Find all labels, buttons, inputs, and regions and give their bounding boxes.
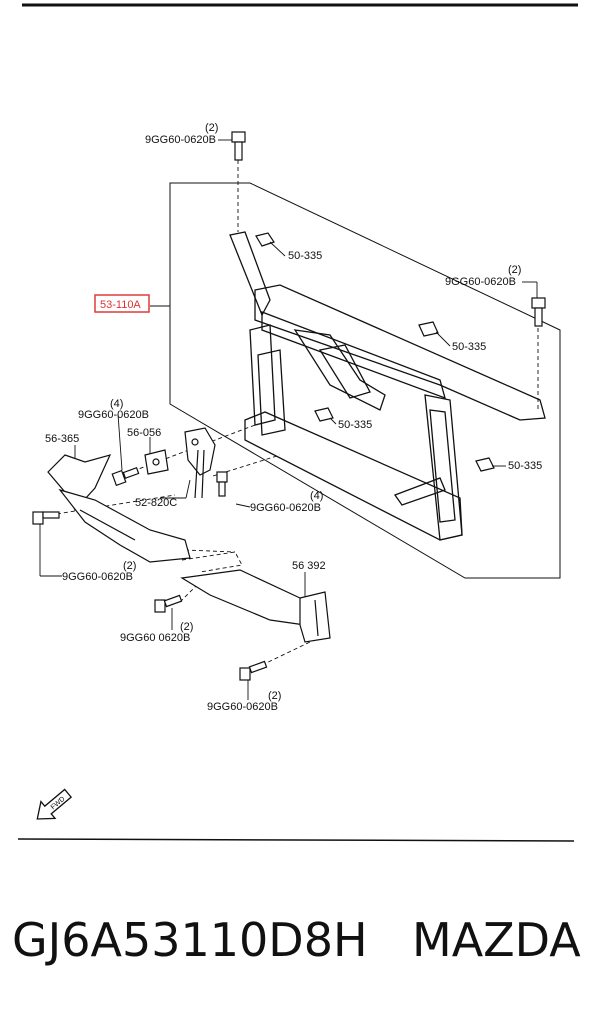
bolt-label-top: 9GG60-0620B — [145, 134, 216, 146]
main-part-label: 53-110A — [100, 299, 141, 311]
bracket-left-label: 56-365 — [45, 433, 79, 445]
nut-label-3: 50-335 — [338, 419, 372, 431]
bolt-label-lower-left: 9GG60-0620B — [62, 571, 133, 583]
bolt-icons — [32, 131, 546, 681]
hood-latch — [184, 427, 216, 499]
bolt-qty-mid: (2) — [180, 621, 193, 633]
latch-label: 52-820C — [135, 497, 177, 509]
nut-label-1: 50-335 — [288, 250, 322, 262]
bolt-qty-lower-left: (2) — [123, 560, 136, 572]
bolt-label-left: 9GG60-0620B — [78, 409, 149, 421]
fwd-arrow-icon: FWD — [36, 788, 73, 820]
brand-name: MAZDA — [412, 913, 581, 967]
leader-lines — [39, 139, 538, 700]
bracket-small-label: 56-056 — [127, 427, 161, 439]
bolt-qty-4-center: (4) — [310, 490, 323, 502]
lower-deflector — [47, 454, 191, 563]
bolt-label-center: 9GG60-0620B — [250, 502, 321, 514]
part-number: GJ6A53110D8H — [12, 913, 368, 967]
bolt-qty-right: (2) — [508, 264, 521, 276]
assembly-outline — [169, 182, 561, 579]
bolt-qty-4-left: (4) — [110, 398, 123, 410]
highlight-box — [94, 294, 150, 313]
bracket-right-label: 56 392 — [292, 560, 326, 572]
right-deflector — [180, 569, 331, 643]
small-bracket — [144, 449, 169, 475]
bolt-label-mid: 9GG60 0620B — [120, 632, 190, 644]
nut-label-4: 50-335 — [508, 460, 542, 472]
radiator-support-frame — [229, 231, 546, 541]
bolt-qty-top: (2) — [205, 122, 218, 134]
bolt-label-bottom: 9GG60-0620B — [207, 701, 278, 713]
bottom-divider — [17, 838, 575, 842]
nut-markers — [255, 232, 495, 472]
bolt-qty-bottom: (2) — [268, 690, 281, 702]
caption: GJ6A53110D8H MAZDA — [0, 900, 600, 980]
bolt-label-right: 9GG60-0620B — [445, 276, 516, 288]
nut-label-2: 50-335 — [452, 341, 486, 353]
